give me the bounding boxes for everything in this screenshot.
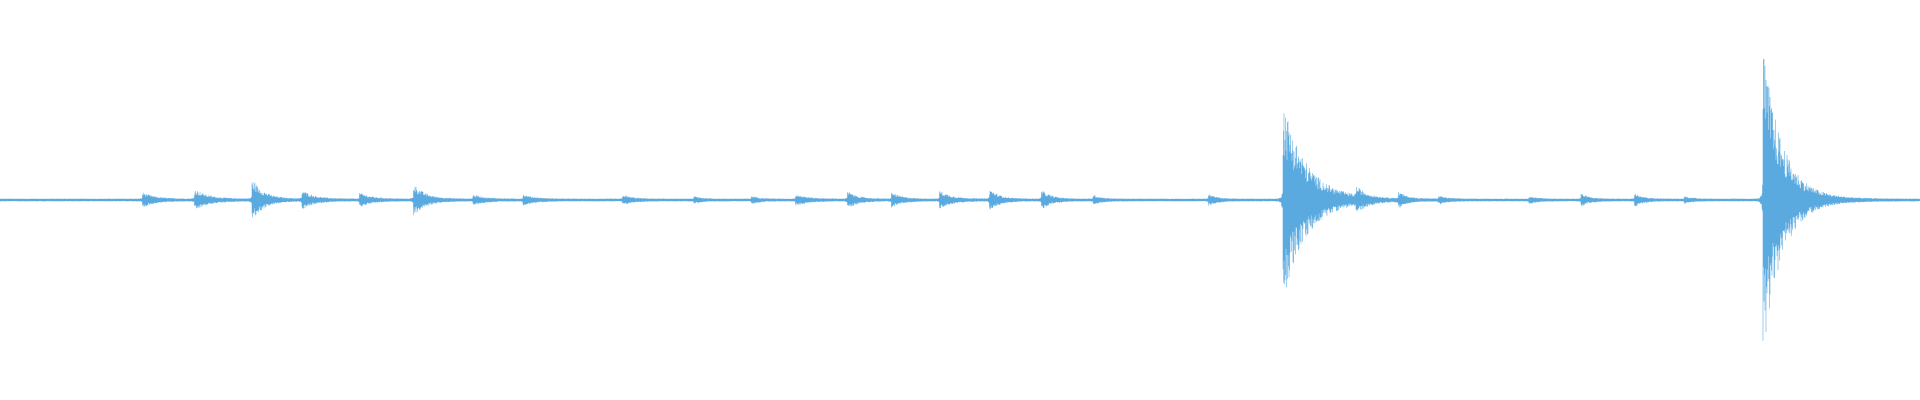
waveform-trace bbox=[0, 58, 1920, 341]
